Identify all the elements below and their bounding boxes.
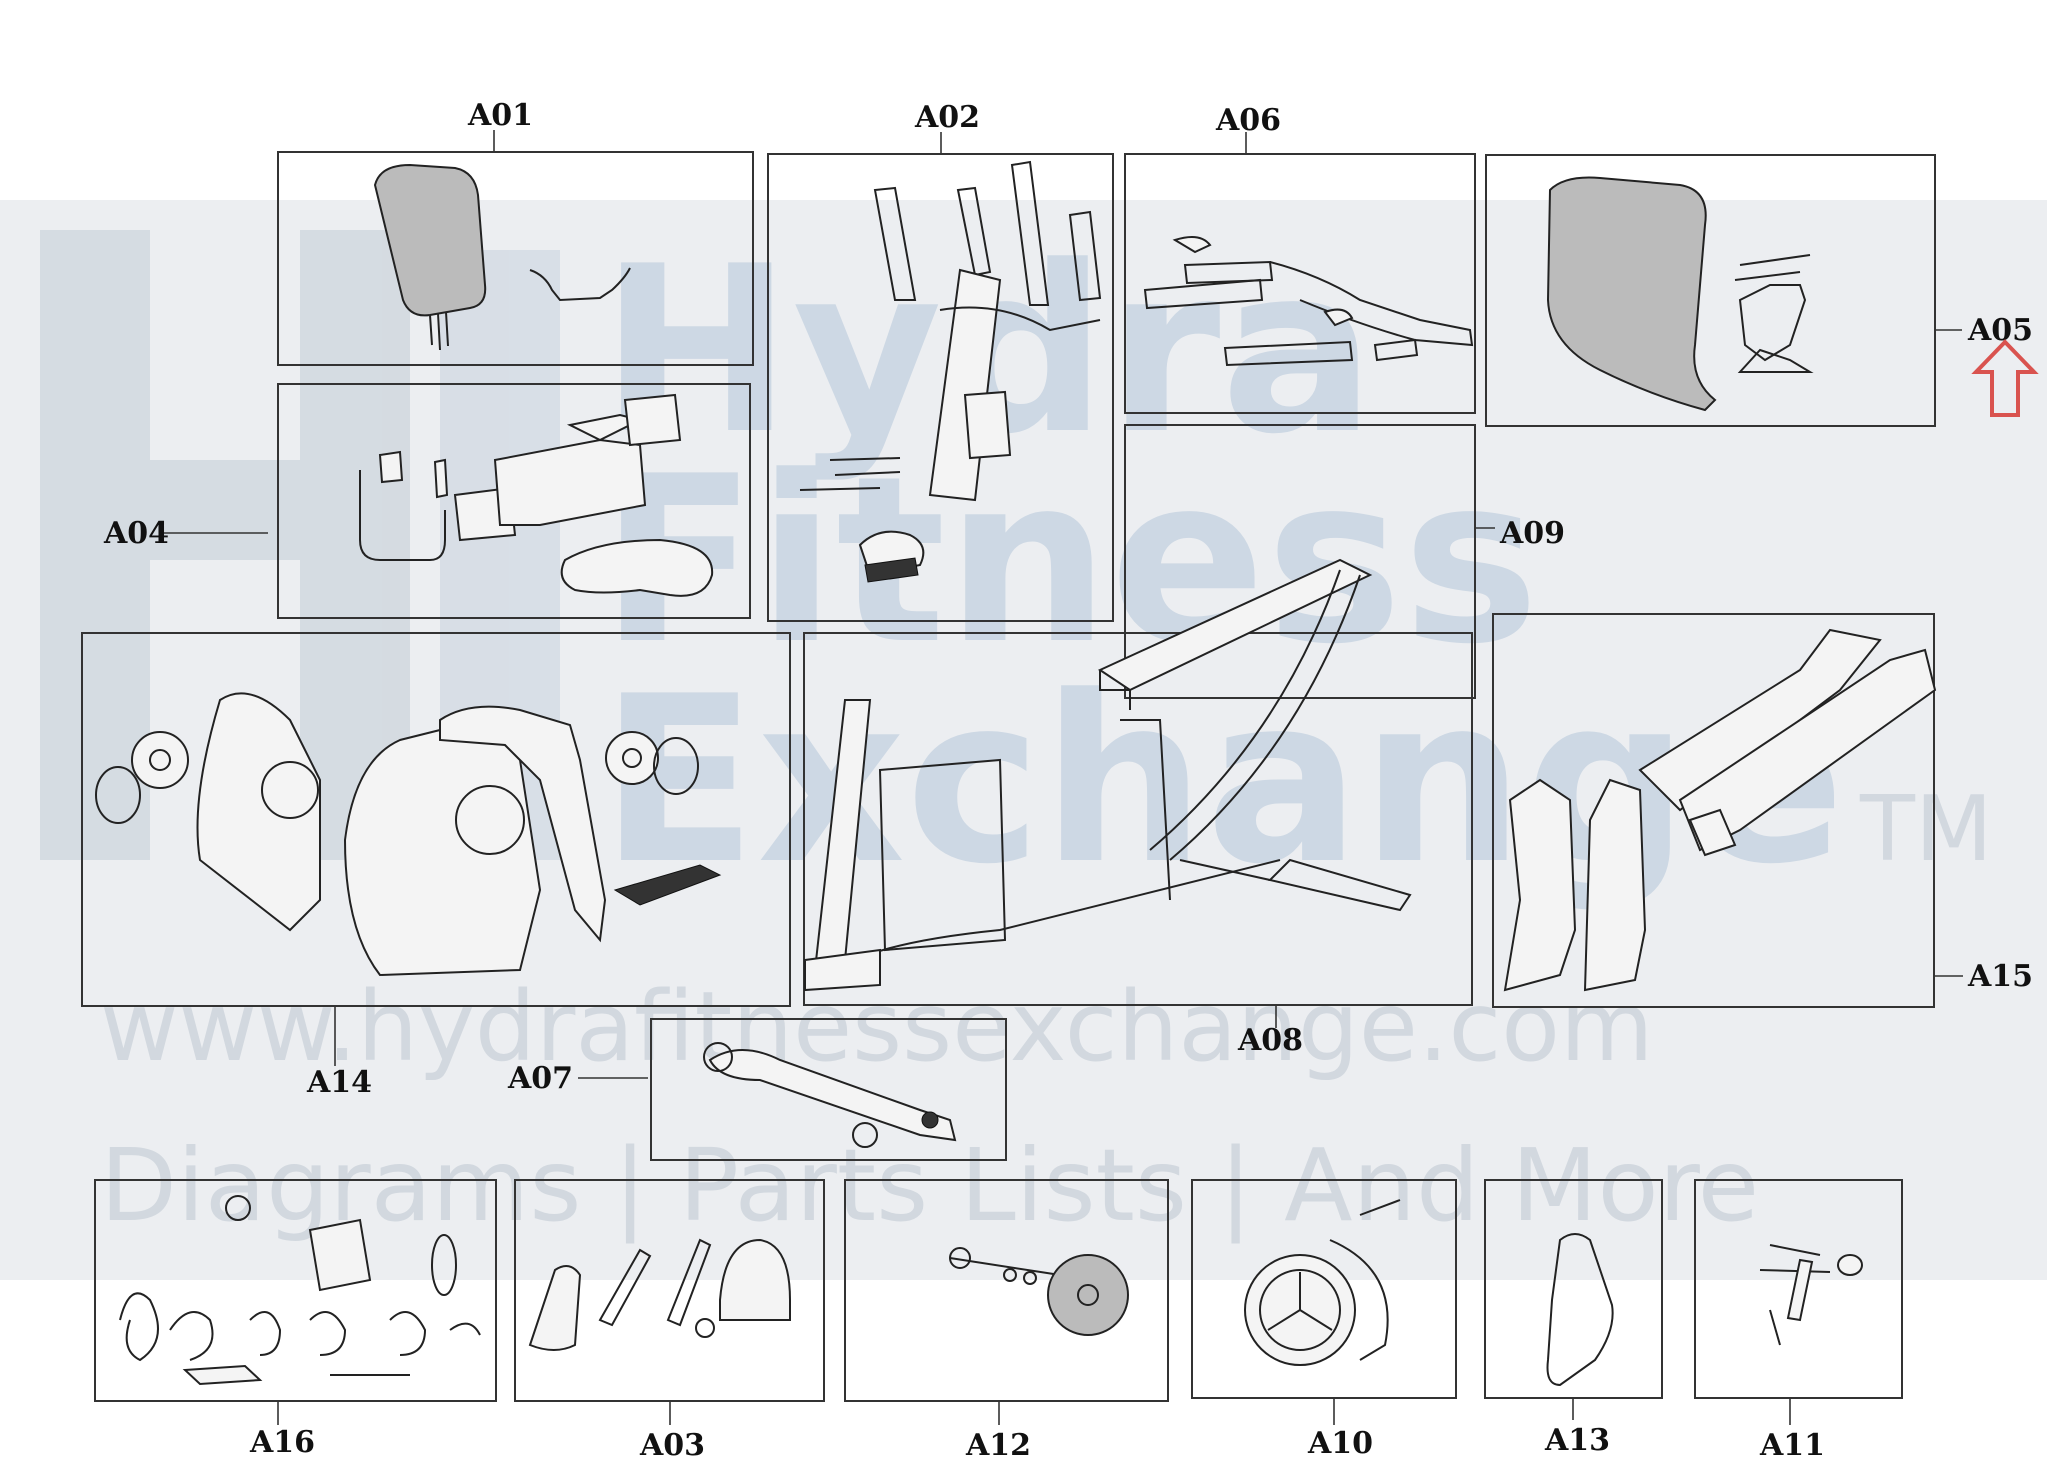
panel-a08[interactable]: A08 (803, 558, 1473, 1058)
label-a13: A13 (1544, 1423, 1610, 1458)
panel-a09[interactable]: A09 (1124, 424, 1565, 699)
panel-a03[interactable]: A03 (514, 1179, 825, 1463)
watermark-tagline: Diagrams | Parts Lists | And More (100, 1127, 1759, 1244)
watermark-url: www.hydrafitnessexchange.com (100, 971, 1654, 1083)
label-a01: A01 (467, 98, 533, 133)
panel-a16[interactable]: A16 (94, 1179, 497, 1460)
label-a11: A11 (1759, 1428, 1825, 1463)
label-a15: A15 (1967, 959, 2033, 994)
panel-a04[interactable]: A04 (103, 383, 751, 619)
panel-a01[interactable]: A01 (277, 98, 754, 366)
label-a02: A02 (914, 100, 980, 135)
watermark-brand-line-2: Fitness (600, 428, 1539, 695)
label-a07: A07 (507, 1061, 573, 1096)
label-a03: A03 (639, 1428, 705, 1463)
panel-a14[interactable]: A14 (81, 632, 791, 1100)
panel-a06[interactable]: A06 (1124, 103, 1476, 414)
label-a16: A16 (249, 1425, 315, 1460)
label-a12: A12 (965, 1428, 1031, 1463)
panel-a05[interactable]: A05 (1485, 154, 2033, 427)
panel-a02[interactable]: A02 (767, 100, 1114, 622)
panel-a11[interactable]: A11 (1694, 1179, 1903, 1463)
panel-a07[interactable]: A07 (507, 1018, 1007, 1161)
panel-a12[interactable]: A12 (844, 1179, 1169, 1463)
watermark-trademark: TM (1859, 777, 1993, 882)
label-a10: A10 (1307, 1426, 1373, 1461)
label-a08: A08 (1237, 1023, 1303, 1058)
label-a05: A05 (1967, 313, 2033, 348)
label-a06: A06 (1215, 103, 1281, 138)
label-a09: A09 (1499, 516, 1565, 551)
panel-a10[interactable]: A10 (1191, 1179, 1457, 1461)
label-a14: A14 (306, 1065, 372, 1100)
panel-a13[interactable]: A13 (1484, 1179, 1663, 1458)
red-up-arrow-icon (1971, 339, 2039, 417)
panel-a15[interactable]: A15 (1492, 613, 2033, 1008)
label-a04: A04 (103, 516, 169, 551)
